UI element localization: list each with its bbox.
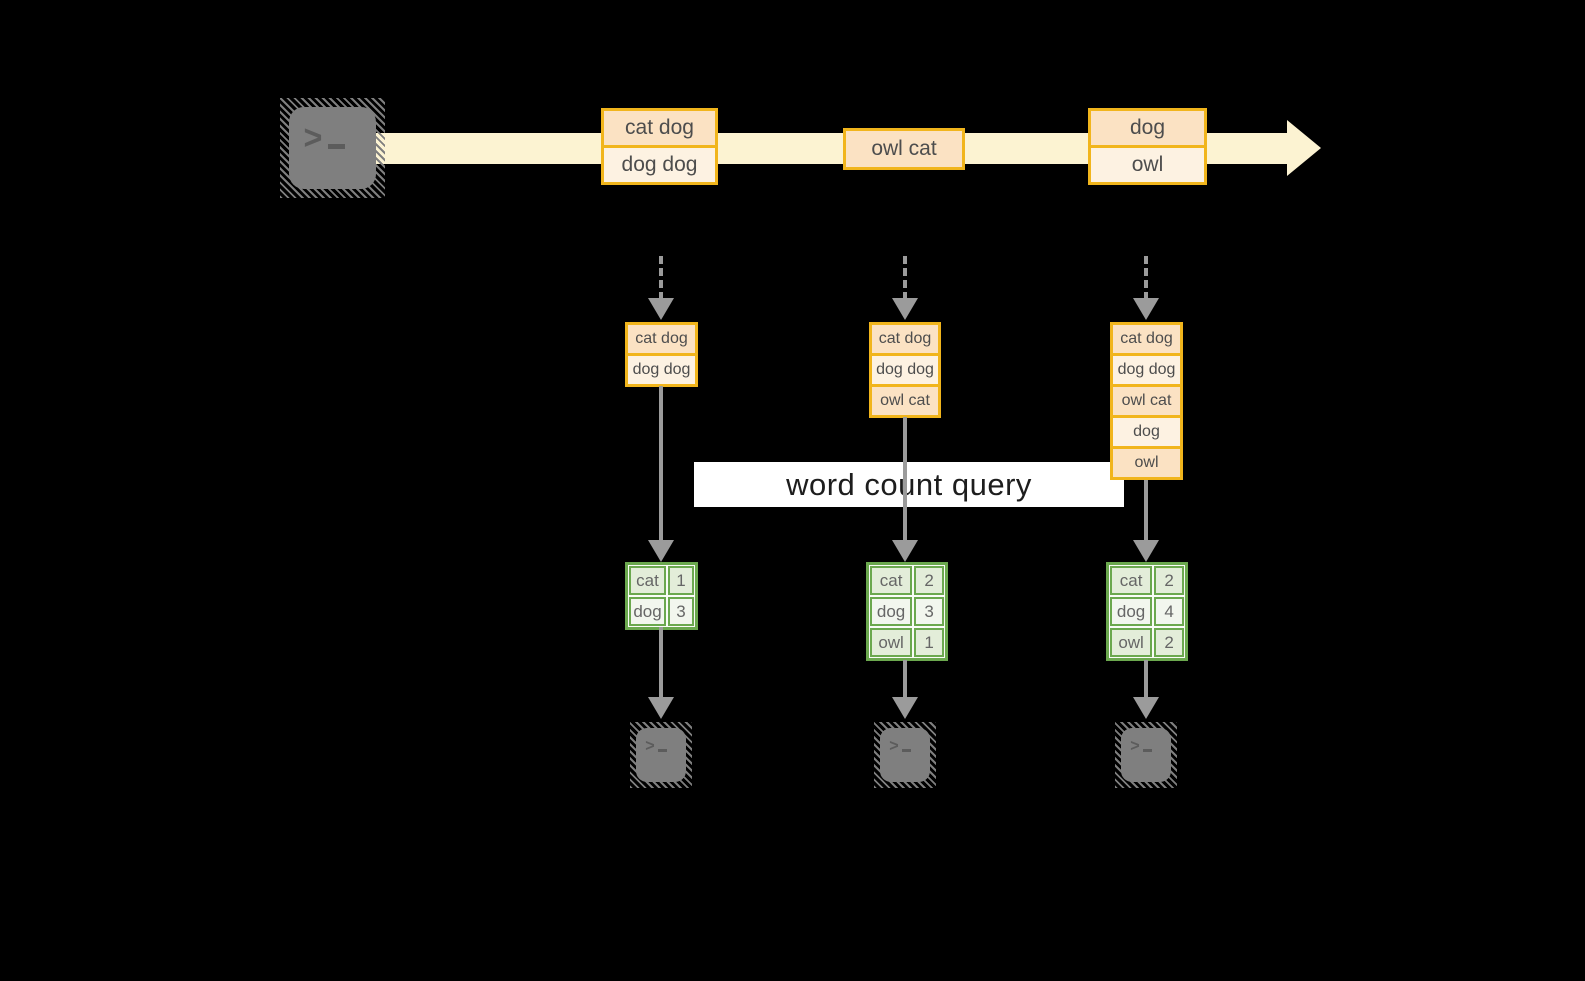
arrow-head-icon xyxy=(1133,697,1159,719)
flow-line xyxy=(1144,479,1148,542)
prompt-cursor-icon xyxy=(657,749,667,752)
event-cell: cat dog xyxy=(625,322,698,356)
stream-event-box-3: dog owl xyxy=(1088,108,1207,185)
sink-terminal-icon-1: > xyxy=(630,722,692,788)
dashed-arrow-line xyxy=(1144,256,1148,300)
table-row: dog 3 xyxy=(629,597,694,626)
arrow-head-icon xyxy=(892,540,918,562)
table-row: owl 1 xyxy=(870,628,944,657)
prompt-chevron-icon: > xyxy=(645,736,655,755)
dashed-arrow-head-icon xyxy=(1133,298,1159,320)
event-cell: cat dog xyxy=(869,322,941,356)
source-terminal-icon: > xyxy=(280,98,385,198)
count-cell: 1 xyxy=(668,566,694,595)
word-cell: dog xyxy=(1110,597,1153,626)
count-cell: 2 xyxy=(1154,566,1184,595)
prompt-chevron-icon: > xyxy=(889,736,899,755)
prompt-chevron-icon: > xyxy=(1130,736,1140,755)
event-cell: owl cat xyxy=(843,128,965,170)
count-cell: 3 xyxy=(668,597,694,626)
prompt-cursor-icon xyxy=(1142,749,1152,752)
table-row: dog 3 xyxy=(870,597,944,626)
word-cell: cat xyxy=(870,566,913,595)
terminal-screen: > xyxy=(1121,728,1171,782)
arrow-head-icon xyxy=(892,697,918,719)
flow-line xyxy=(1144,660,1148,698)
event-stack-2: cat dog dog dog owl cat xyxy=(869,322,941,418)
stream-event-box-1: cat dog dog dog xyxy=(601,108,718,185)
flow-line xyxy=(903,660,907,698)
event-cell: dog dog xyxy=(625,353,698,387)
word-cell: dog xyxy=(629,597,667,626)
word-cell: cat xyxy=(629,566,667,595)
table-row: cat 1 xyxy=(629,566,694,595)
event-cell: cat dog xyxy=(601,108,718,148)
stream-arrow-head xyxy=(1287,120,1321,176)
flow-line xyxy=(903,417,907,542)
word-cell: cat xyxy=(1110,566,1153,595)
query-banner: word count query xyxy=(694,462,1124,507)
event-stack-1: cat dog dog dog xyxy=(625,322,698,387)
arrow-head-icon xyxy=(648,540,674,562)
terminal-screen: > xyxy=(636,728,686,782)
event-cell: owl xyxy=(1110,446,1183,480)
prompt-cursor-icon xyxy=(901,749,911,752)
event-stack-3: cat dog dog dog owl cat dog owl xyxy=(1110,322,1183,480)
dashed-arrow-head-icon xyxy=(648,298,674,320)
count-cell: 2 xyxy=(1154,628,1184,657)
event-cell: dog dog xyxy=(1110,353,1183,387)
count-cell: 2 xyxy=(914,566,944,595)
terminal-screen: > xyxy=(880,728,930,782)
event-cell: owl cat xyxy=(869,384,941,418)
count-cell: 4 xyxy=(1154,597,1184,626)
event-cell: owl xyxy=(1088,145,1207,185)
flow-line xyxy=(659,627,663,698)
event-cell: dog dog xyxy=(601,145,718,185)
table-row: cat 2 xyxy=(870,566,944,595)
sink-terminal-icon-3: > xyxy=(1115,722,1177,788)
table-row: cat 2 xyxy=(1110,566,1184,595)
dashed-arrow-line xyxy=(903,256,907,300)
word-count-table-3: cat 2 dog 4 owl 2 xyxy=(1106,562,1188,661)
table-row: dog 4 xyxy=(1110,597,1184,626)
word-cell: owl xyxy=(870,628,913,657)
dashed-arrow-line xyxy=(659,256,663,300)
arrow-head-icon xyxy=(1133,540,1159,562)
word-count-table-2: cat 2 dog 3 owl 1 xyxy=(866,562,948,661)
count-cell: 1 xyxy=(914,628,944,657)
event-cell: cat dog xyxy=(1110,322,1183,356)
event-cell: owl cat xyxy=(1110,384,1183,418)
event-cell: dog xyxy=(1088,108,1207,148)
count-cell: 3 xyxy=(914,597,944,626)
flow-line xyxy=(659,386,663,542)
prompt-cursor-icon xyxy=(327,144,345,149)
terminal-screen: > xyxy=(289,107,376,189)
prompt-chevron-icon: > xyxy=(303,119,323,157)
stream-event-box-2: owl cat xyxy=(843,128,965,170)
dashed-arrow-head-icon xyxy=(892,298,918,320)
event-cell: dog xyxy=(1110,415,1183,449)
sink-terminal-icon-2: > xyxy=(874,722,936,788)
event-cell: dog dog xyxy=(869,353,941,387)
word-cell: dog xyxy=(870,597,913,626)
table-row: owl 2 xyxy=(1110,628,1184,657)
word-cell: owl xyxy=(1110,628,1153,657)
arrow-head-icon xyxy=(648,697,674,719)
word-count-table-1: cat 1 dog 3 xyxy=(625,562,698,630)
